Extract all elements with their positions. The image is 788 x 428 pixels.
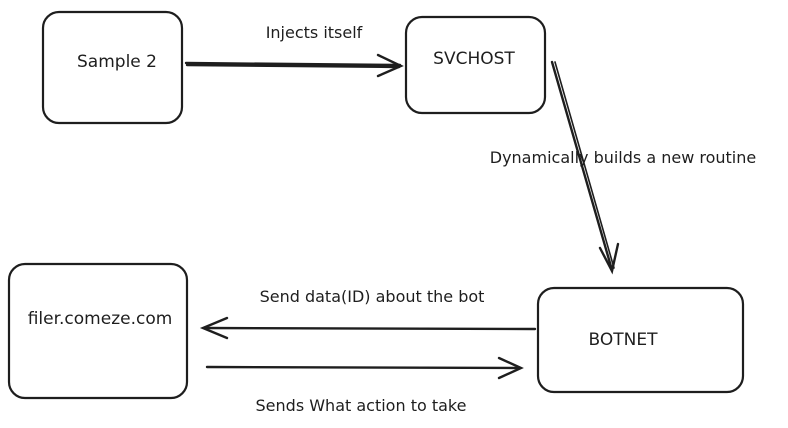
edge-injects-line: [184, 61, 402, 67]
edge-sends-action-label: Sends What action to take: [256, 396, 467, 415]
edge-injects-line-stroke: [185, 63, 401, 69]
node-svchost-label: SVCHOST: [433, 49, 515, 69]
node-svchost-box: [404, 15, 547, 115]
edge-builds-arrowhead: [598, 242, 620, 275]
node-botnet-box: [536, 286, 745, 394]
edge-builds-line: [550, 60, 614, 272]
node-filer-comeze-label: filer.comeze.com: [28, 309, 173, 329]
edge-injects-itself: Injects itself: [184, 23, 404, 78]
edge-builds-line-stroke: [554, 61, 615, 269]
node-botnet-label: BOTNET: [589, 330, 659, 350]
edge-builds-label: Dynamically builds a new routine: [490, 148, 756, 167]
edge-injects-arrowhead: [376, 53, 404, 78]
edge-send-data: Send data(ID) about the bot: [199, 287, 537, 340]
edge-sends-action: Sends What action to take: [205, 356, 524, 415]
edge-sends-action-line: [205, 365, 522, 370]
node-botnet: BOTNET: [536, 286, 745, 394]
edge-injects-label: Injects itself: [266, 23, 363, 42]
edge-dynamically-builds: Dynamically builds a new routine: [490, 60, 756, 275]
node-sample-2-label: Sample 2: [77, 52, 157, 72]
node-svchost: SVCHOST: [404, 15, 547, 115]
edge-send-data-line: [202, 326, 537, 331]
node-filer-comeze: filer.comeze.com: [7, 262, 189, 400]
edge-send-data-arrowhead: [199, 316, 229, 340]
node-sample-2-box: [41, 10, 184, 125]
node-filer-comeze-box: [7, 262, 189, 400]
edge-sends-action-arrowhead: [497, 356, 524, 380]
edge-send-data-label: Send data(ID) about the bot: [260, 287, 485, 306]
node-sample-2: Sample 2: [41, 10, 184, 125]
